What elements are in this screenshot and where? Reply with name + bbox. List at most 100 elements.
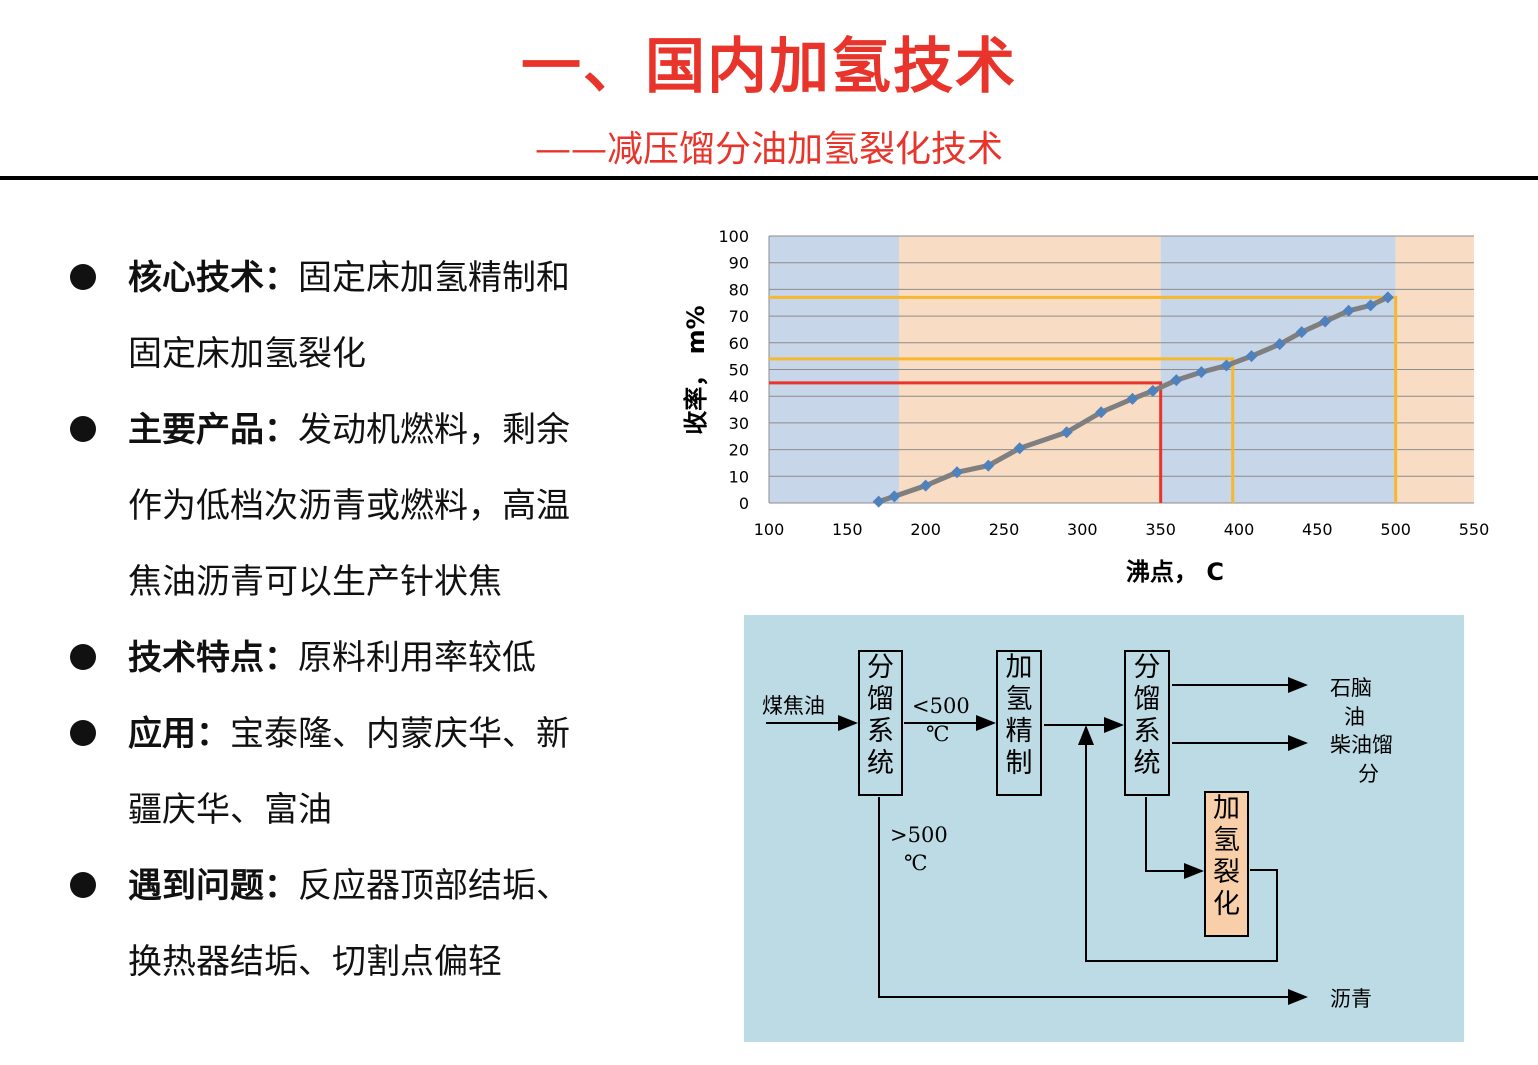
fractionation-box-1: 分 馏 系 统 <box>858 650 903 796</box>
chart-data-point <box>888 490 901 503</box>
chart-x-tick-label: 350 <box>1145 520 1176 539</box>
label-asphalt: 沥青 <box>1330 987 1372 1011</box>
bullet-head: 应用： <box>128 714 230 754</box>
chart-x-tick-label: 250 <box>989 520 1020 539</box>
bullet-text: 疆庆华、富油 <box>128 790 332 830</box>
bullet-dot-icon <box>70 872 96 898</box>
box-char: 系 <box>867 716 894 747</box>
chart-data-point <box>1095 406 1108 419</box>
box-char: 分 <box>1133 652 1161 683</box>
bullet-head: 核心技术： <box>128 258 298 298</box>
page-title: 一、国内加氢技术 <box>521 32 1017 102</box>
box-char: 系 <box>1133 716 1161 747</box>
chart-x-tick-label: 300 <box>1067 520 1098 539</box>
box-char: 统 <box>1133 748 1161 779</box>
chart-x-tick-label: 150 <box>832 520 863 539</box>
hydrocracking-box: 加 氢 裂 化 <box>1204 791 1249 937</box>
chart-data-point <box>1146 384 1159 397</box>
chart-data-point <box>1245 350 1258 363</box>
chart-y-tick-label: 30 <box>729 414 749 433</box>
bullet-text: 反应器顶部结垢、 <box>298 866 570 906</box>
box-char: 加 <box>1213 793 1240 824</box>
bullet-head: 遇到问题： <box>128 866 298 906</box>
box-char: 制 <box>1005 748 1033 779</box>
chart-x-tick-label: 450 <box>1302 520 1333 539</box>
chart-y-axis-label: 收率， m% <box>682 305 710 434</box>
label-gt500: >500 <box>890 823 948 847</box>
box-char: 馏 <box>1133 684 1161 715</box>
box-char: 加 <box>1005 652 1033 683</box>
label-lt500: <500 <box>912 694 970 718</box>
bullet-text: 宝泰隆、内蒙庆华、新 <box>230 714 570 754</box>
box-char: 分 <box>867 652 894 683</box>
chart-data-point <box>1126 392 1139 405</box>
chart-y-tick-label: 40 <box>729 387 749 406</box>
bullet-problems: 遇到问题：反应器顶部结垢、 换热器结垢、切割点偏轻 <box>70 848 670 1000</box>
chart-y-tick-label: 0 <box>739 494 749 513</box>
box-char: 馏 <box>867 684 894 715</box>
chart-data-point <box>872 495 885 508</box>
bullet-text: 固定床加氢精制和 <box>298 258 570 298</box>
chart-y-tick-label: 60 <box>729 334 749 353</box>
chart-data-point <box>1060 426 1073 439</box>
flow-connectors <box>766 677 1308 1005</box>
chart-data-point <box>1013 442 1026 455</box>
page-subtitle: ——减压馏分油加氢裂化技术 <box>534 129 1003 170</box>
box-char: 统 <box>867 748 894 779</box>
fractionation-box-2: 分 馏 系 统 <box>1124 650 1170 796</box>
bullet-products: 主要产品：发动机燃料，剩余 作为低档次沥青或燃料，高温 焦油沥青可以生产针状焦 <box>70 392 670 620</box>
chart-data-point <box>1170 374 1183 387</box>
chart-y-tick-label: 90 <box>729 254 749 273</box>
chart-data-point <box>1342 304 1355 317</box>
arrow-to-cracking <box>1145 797 1204 879</box>
chart-data-point <box>1381 291 1394 304</box>
chart-data-point <box>982 459 995 472</box>
chart-guide-line <box>769 381 1163 503</box>
chart-guide-line <box>769 295 1398 503</box>
bullet-text: 发动机燃料，剩余 <box>298 410 570 450</box>
box-char: 化 <box>1213 889 1240 920</box>
chart-data-point <box>1319 315 1332 328</box>
chart-x-tick-label: 550 <box>1459 520 1490 539</box>
chart-guide-line <box>769 357 1235 503</box>
chart-data-point <box>1220 359 1233 372</box>
label-naphtha-2: 油 <box>1344 705 1365 729</box>
bullet-core-tech: 核心技术：固定床加氢精制和 固定床加氢裂化 <box>70 240 670 392</box>
label-lt500-unit: ℃ <box>926 722 950 746</box>
chart-x-axis-label: 沸点， C <box>1126 558 1224 586</box>
label-diesel-2: 分 <box>1358 762 1379 786</box>
arrow-recycle <box>1078 725 1278 962</box>
chart-data-point <box>1273 338 1286 351</box>
bullet-list: 核心技术：固定床加氢精制和 固定床加氢裂化 主要产品：发动机燃料，剩余 作为低档… <box>70 240 670 1000</box>
chart-x-tick-label: 400 <box>1224 520 1255 539</box>
hydrorefining-box: 加 氢 精 制 <box>996 650 1042 796</box>
chart-y-tick-label: 100 <box>718 227 749 246</box>
box-char: 氢 <box>1005 684 1033 715</box>
bullet-text: 换热器结垢、切割点偏轻 <box>128 942 502 982</box>
label-feed: 煤焦油 <box>762 694 825 718</box>
bullet-text: 焦油沥青可以生产针状焦 <box>128 562 502 602</box>
label-gt500-unit: ℃ <box>904 851 928 875</box>
box-char: 氢 <box>1213 825 1240 856</box>
title-divider <box>0 176 1538 180</box>
box-char: 裂 <box>1213 857 1240 888</box>
chart-y-tick-label: 10 <box>729 467 749 486</box>
chart-x-tick-label: 100 <box>754 520 785 539</box>
bullet-dot-icon <box>70 644 96 670</box>
chart-data-point <box>1364 299 1377 312</box>
bullet-head: 主要产品： <box>128 410 298 450</box>
bullet-text: 作为低档次沥青或燃料，高温 <box>128 486 570 526</box>
process-flow-diagram: 分 馏 系 统 加 氢 精 制 分 馏 系 统 加 氢 裂 化 煤焦油 <500… <box>744 615 1464 1042</box>
bullet-head: 技术特点： <box>128 638 298 678</box>
chart-y-tick-label: 50 <box>729 361 749 380</box>
label-naphtha: 石脑 <box>1330 676 1372 700</box>
chart-y-tick-label: 80 <box>729 280 749 299</box>
bullet-applications: 应用：宝泰隆、内蒙庆华、新 疆庆华、富油 <box>70 696 670 848</box>
chart-y-tick-label: 70 <box>729 307 749 326</box>
chart-data-point <box>1295 326 1308 339</box>
bullet-features: 技术特点：原料利用率较低 <box>70 620 670 696</box>
chart-y-tick-label: 20 <box>729 441 749 460</box>
bullet-dot-icon <box>70 416 96 442</box>
box-char: 精 <box>1005 716 1033 747</box>
